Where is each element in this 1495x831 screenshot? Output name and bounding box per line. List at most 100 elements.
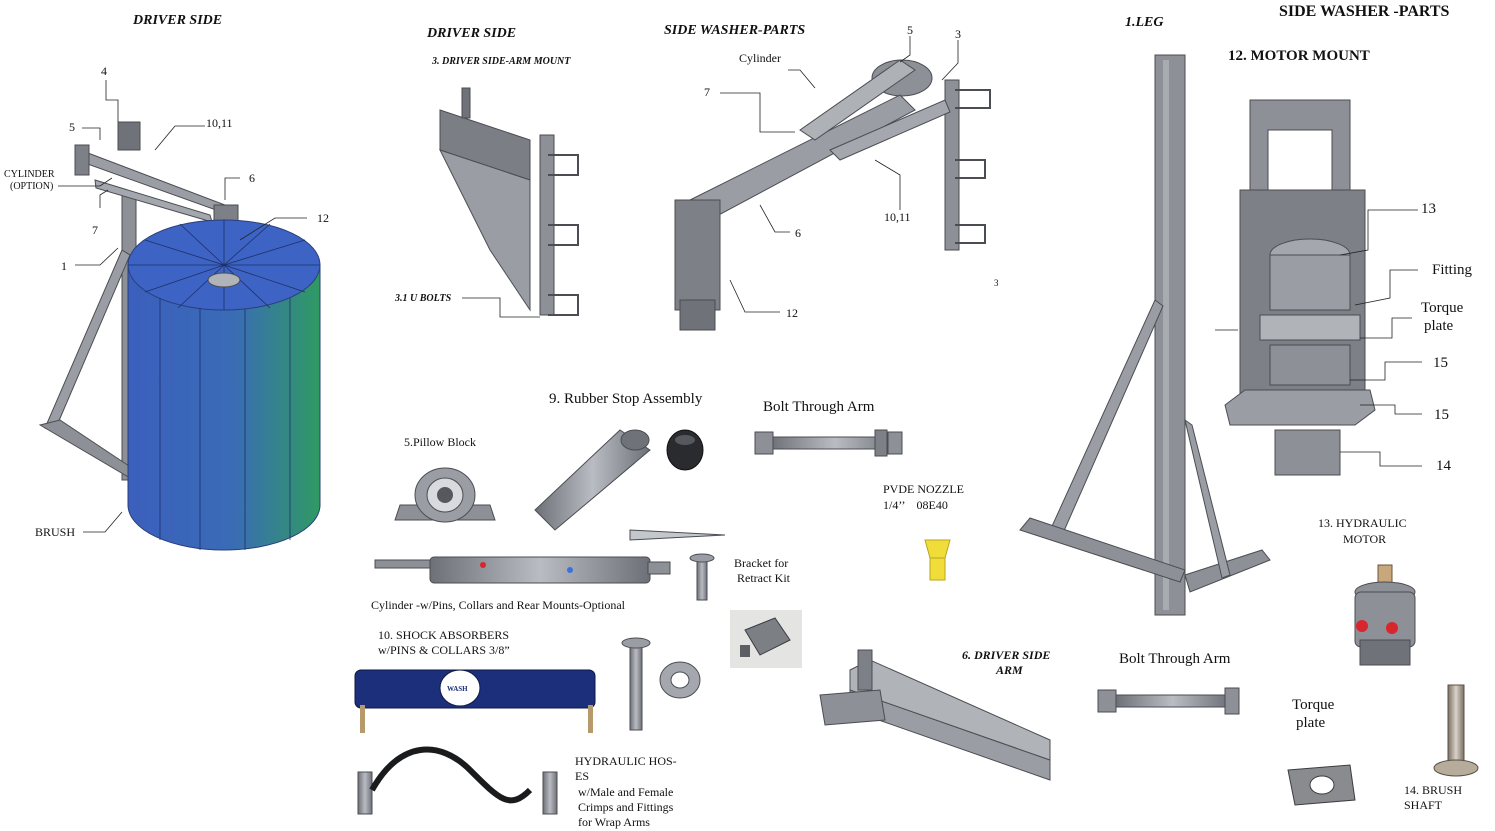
side-washer-assembly bbox=[674, 36, 991, 331]
motor-leaders bbox=[1215, 209, 1422, 467]
leg-tall-post bbox=[1154, 54, 1186, 616]
leg-base bbox=[38, 419, 136, 479]
left-leaders bbox=[58, 80, 307, 533]
callout-12: 12 bbox=[317, 211, 329, 225]
callout-14: 14 bbox=[1436, 458, 1451, 474]
nozzle-illustration bbox=[924, 539, 951, 581]
callout-7-mid: 7 bbox=[704, 85, 710, 99]
arm-mount-gusset bbox=[439, 149, 531, 312]
leg-strut bbox=[44, 249, 131, 431]
mm-shaft-hub bbox=[1274, 429, 1341, 476]
mm-base-plate bbox=[1224, 389, 1376, 426]
label-rubber-stop: 9. Rubber Stop Assembly bbox=[549, 391, 703, 407]
callout-cylinder: CYLINDER bbox=[4, 169, 55, 180]
callout-fitting: Fitting bbox=[1432, 262, 1473, 278]
heading-driver-side-mid: DRIVER SIDE bbox=[427, 26, 517, 41]
pillow-block-illustration bbox=[394, 467, 496, 523]
label-u-bolts: 3.1 U BOLTS bbox=[395, 293, 452, 304]
callout-6: 6 bbox=[249, 171, 255, 185]
motor-mount-illustration bbox=[1215, 99, 1422, 476]
sw-motor-mount bbox=[674, 199, 721, 311]
heading-leg: 1.LEG bbox=[1125, 15, 1164, 30]
heading-driver-side-arm-2: ARM bbox=[996, 663, 1023, 677]
u-bolts bbox=[548, 154, 579, 316]
label-brush-shaft-2: SHAFT bbox=[1404, 798, 1443, 812]
sw-plate bbox=[944, 79, 960, 251]
callout-15b: 15 bbox=[1434, 407, 1449, 423]
label-torque-plate-2: plate bbox=[1296, 715, 1326, 731]
callout-1: 1 bbox=[61, 259, 67, 273]
brush-shaft-illustration bbox=[1433, 684, 1479, 777]
sw-cylinder bbox=[799, 59, 916, 141]
bolt-through-arm-2-illustration bbox=[1097, 687, 1240, 715]
label-hose-3: w/Male and Female bbox=[578, 785, 674, 799]
callout-torque-plate: plate bbox=[1424, 318, 1454, 334]
cylinder-illustration bbox=[374, 556, 671, 584]
shock-brand-logo: WASH bbox=[447, 685, 468, 693]
hydraulic-motor-illustration bbox=[1354, 564, 1416, 666]
callout-10-11: 10,11 bbox=[206, 116, 233, 130]
label-shock-1: 10. SHOCK ABSORBERS bbox=[378, 628, 510, 642]
leg-illustration bbox=[1019, 54, 1271, 616]
label-hose-2: ES bbox=[575, 769, 590, 783]
leg-diagonal bbox=[1047, 299, 1164, 541]
pins-illustration bbox=[621, 553, 715, 731]
mid-leaders bbox=[720, 36, 959, 313]
callout-cylinder-option: (OPTION) bbox=[10, 181, 54, 192]
label-cylinder-pins: Cylinder -w/Pins, Collars and Rear Mount… bbox=[371, 598, 625, 612]
pillow-mount bbox=[74, 144, 90, 176]
brush-hub bbox=[207, 272, 241, 288]
label-hydraulic-motor-1: 13. HYDRAULIC bbox=[1318, 516, 1407, 530]
callout-12-mid: 12 bbox=[786, 306, 798, 320]
callout-cylinder-mid: Cylinder bbox=[739, 51, 781, 65]
leg-highlight bbox=[1163, 60, 1169, 610]
heading-driver-side-left: DRIVER SIDE bbox=[133, 13, 223, 28]
heading-side-washer-parts-right: SIDE WASHER -PARTS bbox=[1279, 3, 1450, 20]
callout-13: 13 bbox=[1421, 201, 1436, 217]
rubber-stop-illustration bbox=[534, 429, 726, 541]
brush-segments bbox=[128, 220, 320, 550]
callout-3-small: 3 bbox=[994, 278, 999, 288]
label-brush-shaft-1: 14. BRUSH bbox=[1404, 783, 1463, 797]
bracket-photo bbox=[730, 610, 802, 668]
bolt-through-arm-1-illustration bbox=[754, 429, 903, 457]
label-hose-4: Crimps and Fittings bbox=[578, 800, 674, 814]
callout-torque: Torque bbox=[1421, 300, 1464, 316]
callout-5-mid: 5 bbox=[907, 23, 913, 37]
heading-motor-mount: 12. MOTOR MOUNT bbox=[1228, 48, 1370, 64]
sw-motor bbox=[679, 299, 716, 331]
callout-brush: BRUSH bbox=[35, 525, 76, 539]
heading-arm-mount: 3. DRIVER SIDE-ARM MOUNT bbox=[432, 56, 571, 67]
callout-5: 5 bbox=[69, 120, 75, 134]
label-pvde-nozzle: PVDE NOZZLE bbox=[883, 482, 964, 496]
heading-driver-side-arm-1: 6. DRIVER SIDE bbox=[962, 648, 1051, 662]
hydraulic-hose-illustration bbox=[357, 746, 558, 815]
callout-4: 4 bbox=[101, 64, 107, 78]
sw-shock bbox=[829, 99, 951, 161]
label-shock-2: w/PINS & COLLARS 3/8” bbox=[378, 643, 510, 657]
label-bolt-through-arm-1: Bolt Through Arm bbox=[763, 399, 875, 415]
label-torque-plate-1: Torque bbox=[1292, 697, 1335, 713]
pivot-block bbox=[117, 121, 141, 151]
callout-10-11-mid: 10,11 bbox=[884, 210, 911, 224]
label-hose-1: HYDRAULIC HOS- bbox=[575, 754, 677, 768]
arm-mount-illustration bbox=[439, 87, 579, 318]
torque-plate-illustration bbox=[1287, 764, 1356, 806]
callout-7: 7 bbox=[92, 223, 98, 237]
callout-15a: 15 bbox=[1433, 355, 1448, 371]
label-bolt-through-arm-2: Bolt Through Arm bbox=[1119, 651, 1231, 667]
leg-brace bbox=[1184, 418, 1231, 579]
shock-absorber-illustration bbox=[354, 669, 596, 733]
sw-u-bolts bbox=[955, 89, 991, 244]
mm-coupler bbox=[1269, 344, 1351, 386]
leg-foot-left bbox=[1019, 517, 1186, 583]
driver-side-arm-illustration bbox=[819, 649, 1051, 781]
mm-motor-body bbox=[1269, 254, 1351, 311]
label-bracket-1: Bracket for bbox=[734, 556, 789, 570]
heading-side-washer-parts-mid: SIDE WASHER-PARTS bbox=[664, 23, 806, 38]
mm-torque-plate bbox=[1259, 314, 1361, 341]
driver-side-assembly bbox=[38, 80, 321, 551]
arm-mount-tab bbox=[461, 87, 471, 119]
label-pvde-size: 1/4’’ 08E40 bbox=[883, 498, 948, 512]
